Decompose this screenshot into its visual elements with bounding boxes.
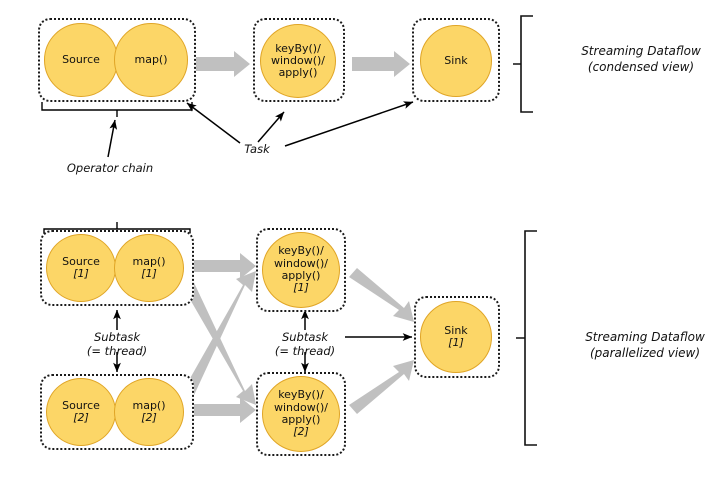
flow-arrow-s1-w1 [188, 253, 256, 279]
parallel-side-label-line2: (parallelized view) [589, 345, 701, 360]
node-window-1-label-line1: keyBy()/ [278, 244, 324, 258]
parallel-flow-arrows [180, 253, 414, 423]
subtask-left-annotation: Subtask (= thread) [77, 330, 157, 359]
operator-chain-bracket [41, 102, 193, 117]
node-sink-1[interactable]: Sink [1] [420, 301, 492, 373]
task-leader-to-sink [284, 101, 414, 147]
operator-chain-leader [107, 119, 118, 158]
node-window-1-index: [1] [293, 281, 309, 295]
node-source-2-index: [2] [73, 411, 89, 424]
node-map-2-index: [2] [141, 411, 157, 424]
flow-arrow-s2-w2 [188, 397, 256, 423]
node-sink-label: Sink [444, 53, 468, 67]
node-window-1[interactable]: keyBy()/ window()/ apply() [1] [262, 232, 340, 308]
subtask-right-arrows [301, 309, 413, 373]
node-window-label-line1: keyBy()/ [275, 41, 321, 55]
flow-arrow-w1-sink [349, 268, 414, 322]
node-window-1-label-line2: window()/ [273, 256, 329, 270]
subtask-left-line1: Subtask [93, 330, 141, 344]
node-map-label: map() [134, 52, 168, 66]
flow-arrow-s2-w1 [180, 271, 256, 406]
node-map-2-label: map() [132, 398, 166, 412]
node-map-2[interactable]: map() [2] [114, 378, 184, 446]
task-leader-to-chain [186, 102, 241, 144]
node-source-label: Source [62, 52, 100, 66]
subtask-right-annotation: Subtask (= thread) [265, 330, 345, 359]
parallel-side-label: Streaming Dataflow (parallelized view) [560, 330, 728, 361]
subtask-right-line1: Subtask [281, 330, 329, 344]
node-window-2-label-line1: keyBy()/ [278, 388, 324, 402]
node-source[interactable]: Source [44, 23, 118, 97]
operator-chain-annotation: Operator chain [66, 161, 154, 175]
node-window-2-label-line3: apply() [281, 413, 321, 426]
condensed-flow-arrows [190, 51, 410, 77]
condensed-side-label-line1: Streaming Dataflow [581, 44, 701, 58]
node-source-2[interactable]: Source [2] [46, 378, 116, 446]
task-leader-to-window [257, 111, 285, 143]
subtask-left-line2: (= thread) [86, 344, 148, 359]
node-map[interactable]: map() [114, 23, 188, 97]
node-window-2-label-line2: window()/ [273, 400, 329, 414]
node-source-1-label: Source [62, 254, 100, 268]
node-window-2[interactable]: keyBy()/ window()/ apply() [2] [262, 376, 340, 452]
node-window-2-index: [2] [293, 425, 309, 439]
node-sink-1-index: [1] [448, 336, 464, 349]
node-map-1-label: map() [132, 254, 166, 268]
node-sink-1-label: Sink [444, 323, 468, 337]
node-source-2-label: Source [62, 398, 100, 412]
flow-arrow-w2-sink [349, 360, 414, 414]
node-window[interactable]: keyBy()/ window()/ apply() [260, 24, 336, 98]
condensed-side-label: Streaming Dataflow (condensed view) [556, 44, 726, 75]
node-window-label-line3: apply() [278, 66, 318, 80]
node-map-1-index: [1] [141, 267, 157, 280]
task-annotation: Task [244, 142, 270, 156]
condensed-side-label-line2: (condensed view) [587, 59, 695, 74]
node-map-1[interactable]: map() [1] [114, 234, 184, 302]
node-window-label-line2: window()/ [270, 53, 326, 67]
node-window-1-label-line3: apply() [281, 269, 321, 282]
parallel-right-brace [516, 230, 537, 446]
condensed-right-brace [513, 15, 533, 113]
flow-arrow-window-to-sink [352, 51, 410, 77]
parallel-side-label-line1: Streaming Dataflow [585, 330, 705, 344]
node-source-1[interactable]: Source [1] [46, 234, 116, 302]
node-sink[interactable]: Sink [420, 25, 492, 97]
flow-arrow-chain-to-window [190, 51, 250, 77]
task-leader-lines [186, 101, 414, 147]
subtask-right-line2: (= thread) [274, 344, 336, 359]
node-source-1-index: [1] [73, 267, 89, 280]
